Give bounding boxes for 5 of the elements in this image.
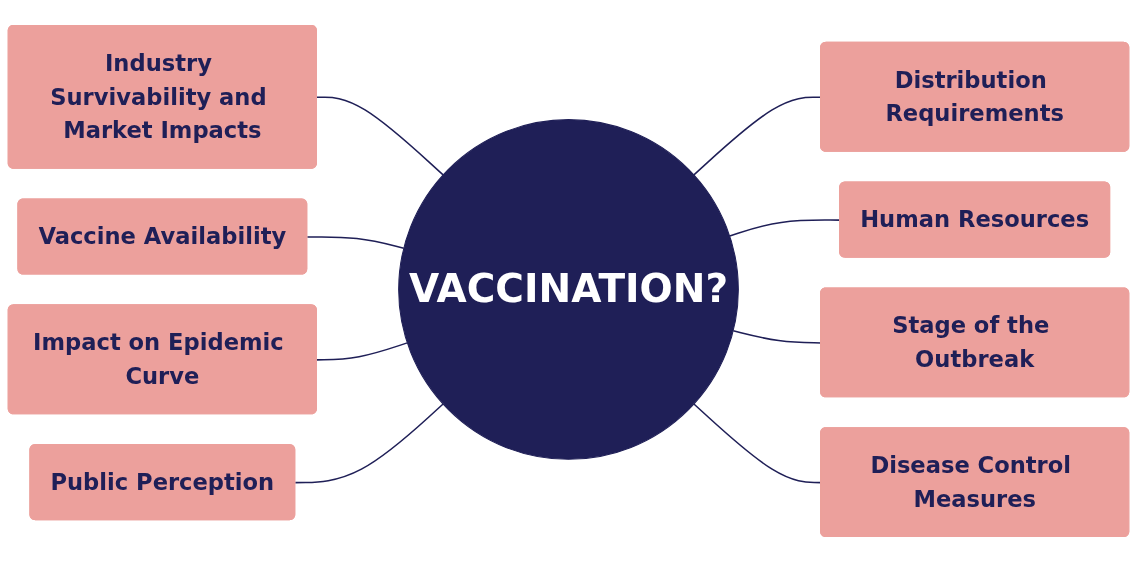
connector <box>306 236 405 249</box>
node-circle: VACCINATION? <box>398 119 739 460</box>
connector <box>316 96 444 176</box>
connector <box>316 342 409 361</box>
connector <box>294 403 444 484</box>
